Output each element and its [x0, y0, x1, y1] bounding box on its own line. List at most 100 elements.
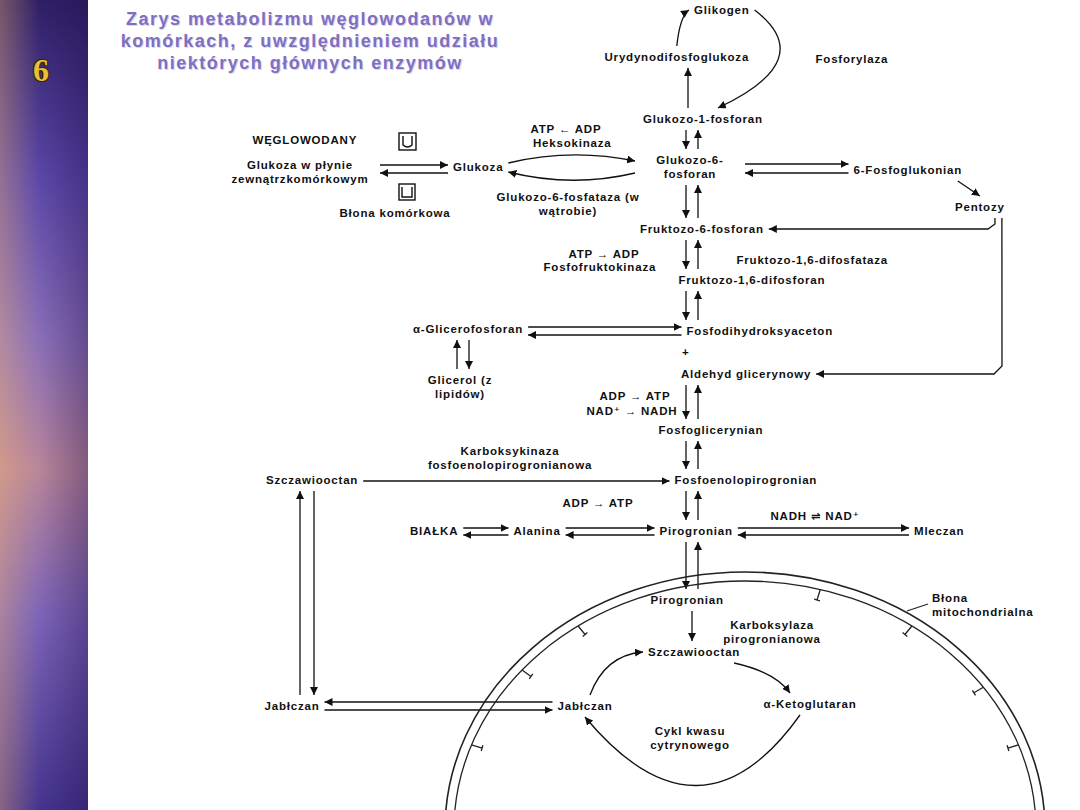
annotation: WĘGLOWODANY — [251, 133, 360, 147]
metabolite: Urydynodifosfoglukoza — [603, 49, 752, 65]
metabolite: Glicerol (z lipidów) — [413, 372, 507, 402]
metabolite-name: Alanina — [514, 524, 561, 538]
crista — [472, 745, 483, 751]
metabolite: Jabłczan — [263, 698, 322, 714]
metabolite: Fosfoglicerynian — [657, 422, 766, 438]
crista — [1007, 745, 1018, 751]
reaction-arrow — [299, 491, 300, 695]
metabolite-name: Pentozy — [955, 200, 1005, 214]
metabolite-name: Fosfoenolopirogronian — [675, 473, 818, 487]
metabolite-name: Glukozo-6-fosforan — [640, 153, 740, 181]
metabolite-name: Jabłczan — [265, 699, 320, 713]
reaction-arrow — [380, 172, 448, 173]
enzyme-label: Fosfofruktokinaza — [542, 260, 659, 274]
reaction-arrow — [685, 130, 686, 149]
crista — [578, 626, 587, 636]
crista — [522, 670, 533, 679]
reaction-arrow — [590, 652, 643, 695]
metabolite: BIAŁKA — [408, 523, 460, 539]
metabolite-name: Glicerol (z lipidów) — [415, 373, 505, 401]
metabolite: Mleczan — [912, 523, 966, 539]
reaction-arrow — [456, 340, 457, 369]
metabolite-name: Glukoza w płynie zewnątrzkomórkowym — [225, 158, 375, 186]
enzyme-label: Glukozo-6-fosfataza (w wątrobie) — [491, 190, 645, 218]
annotation: Cykl kwasu cytrynowego — [633, 724, 747, 752]
reaction-arrow — [380, 164, 448, 165]
enzyme-label: Fruktozo-1,6-difosfataza — [735, 253, 890, 267]
reaction-arrow — [508, 172, 635, 180]
enzyme-label: Karboksylaza pirogronianowa — [715, 618, 829, 646]
metabolite-name: α-Ketoglutaran — [764, 697, 857, 711]
enzyme-label: Karboksykinaza fosfoenolopirogronianowa — [413, 444, 607, 472]
metabolite: Fruktozo-1,6-difosforan — [677, 272, 828, 288]
metabolite: α-Ketoglutaran — [762, 696, 859, 712]
reaction-arrow — [508, 155, 635, 163]
reaction-arrow — [697, 291, 698, 320]
metabolite-name: Mleczan — [914, 524, 964, 538]
reaction-arrow — [697, 385, 698, 419]
reaction-arrow — [685, 441, 686, 469]
reaction-arrow — [528, 334, 681, 335]
metabolite-name: α-Glicerofosforan — [413, 322, 523, 336]
metabolite-name: Fosfodihydroksyaceton — [687, 324, 834, 338]
metabolite-name: Fruktozo-6-fosforan — [640, 222, 764, 236]
metabolite-name: Aldehyd glicerynowy — [681, 367, 811, 381]
annotation: Błona komórkowa — [338, 206, 453, 220]
reaction-arrow — [687, 68, 688, 108]
reaction-arrow — [745, 163, 849, 164]
reaction-arrow — [463, 534, 508, 535]
diagram-title: Zarys metabolizmu węglowodanów w komórka… — [95, 8, 525, 74]
reaction-arrow — [528, 326, 681, 327]
reaction-arrow — [325, 709, 553, 710]
reaction-arrow — [697, 185, 698, 218]
metabolite-name: Szczawiooctan — [648, 645, 740, 659]
enzyme-label: NADH ⇌ NAD⁺ — [769, 509, 862, 523]
mitochondrion-region: Błona mitochondrialnaPirogronianSzczawio… — [440, 560, 1060, 810]
metabolite: Aldehyd glicerynowy — [679, 366, 813, 382]
metabolite: Jabłczan — [556, 698, 615, 714]
crista — [903, 626, 912, 636]
reaction-arrow — [697, 240, 698, 269]
annotation: NAD⁺ → NADH — [585, 404, 680, 418]
reaction-arrow — [566, 527, 655, 528]
metabolite: Glukozo-1-fosforan — [641, 111, 765, 127]
enzyme-label: Heksokinaza — [531, 136, 613, 150]
annotation: ADP → ATP — [561, 496, 636, 510]
reaction-arrow — [463, 527, 508, 528]
metabolite: Pentozy — [953, 199, 1007, 215]
side-band-shade — [0, 0, 88, 810]
enzyme-label: Fosforylaza — [814, 52, 891, 66]
reaction-arrow — [691, 611, 692, 641]
reaction-arrow — [685, 291, 686, 320]
annotation: ATP → ADP — [567, 247, 642, 261]
membrane-symbol — [399, 184, 415, 200]
reaction-arrow — [685, 385, 686, 419]
reaction-arrow — [697, 441, 698, 469]
reaction-arrow — [697, 491, 698, 520]
symbol-cup — [403, 136, 412, 147]
reaction-arrow — [816, 218, 1002, 374]
crista — [814, 590, 820, 601]
metabolite-name: BIAŁKA — [410, 524, 458, 538]
metabolite: Pirogronian — [658, 523, 735, 539]
metabolite-name: Glikogen — [694, 3, 750, 17]
metabolite: Glikogen — [692, 2, 752, 18]
metabolite-name: Pirogronian — [660, 524, 733, 538]
membrane-label: Błona mitochondrialna — [932, 591, 1050, 619]
metabolite: Glukoza w płynie zewnątrzkomórkowym — [223, 157, 377, 187]
reaction-arrow — [585, 715, 800, 786]
annotation: + — [680, 345, 692, 359]
reaction-arrow — [697, 130, 698, 149]
annotation: ATP ← ADP — [529, 122, 604, 136]
symbol-box — [399, 184, 415, 200]
symbol-cup — [402, 187, 412, 197]
metabolite: Fosfodihydroksyaceton — [685, 323, 836, 339]
reaction-arrow — [363, 480, 669, 481]
metabolite-name: Glukoza — [453, 160, 503, 174]
reaction-arrow — [958, 181, 980, 196]
reaction-arrow — [313, 491, 314, 695]
reaction-arrow — [738, 527, 909, 528]
metabolite: Glukozo-6-fosforan — [638, 152, 742, 182]
metabolite-name: Fruktozo-1,6-difosforan — [679, 273, 826, 287]
reaction-arrow — [769, 218, 995, 229]
